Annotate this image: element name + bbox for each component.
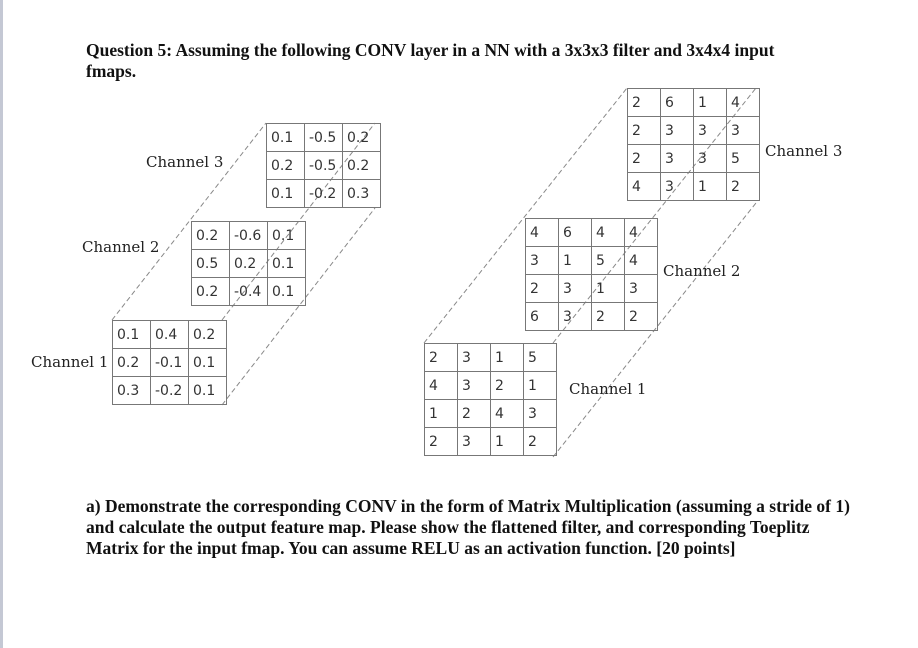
cell: 2	[424, 343, 458, 372]
part-a-prompt: a) Demonstrate the corresponding CONV in…	[86, 496, 850, 558]
cell: 3	[624, 274, 658, 303]
cell: 6	[660, 88, 694, 117]
cell: 3	[457, 343, 491, 372]
cell: 0.1	[266, 123, 305, 152]
cell: 0.1	[267, 221, 306, 250]
cell: 0.2	[112, 348, 151, 377]
cell: 2	[726, 172, 760, 201]
cell: 3	[660, 172, 694, 201]
cell: 1	[693, 88, 727, 117]
cell: 2	[591, 302, 625, 331]
input-channel-3-label: Channel 3	[765, 142, 843, 160]
question-title: Question 5: Assuming the following CONV …	[86, 40, 775, 81]
cell: 5	[591, 246, 625, 275]
cell: 3	[558, 302, 592, 331]
filter-channel-3-label: Channel 3	[146, 153, 224, 171]
cell: 0.2	[229, 249, 268, 278]
cell: 3	[457, 427, 491, 456]
cell: 0.1	[112, 320, 151, 349]
cell: 0.1	[188, 376, 227, 405]
cell: 1	[490, 427, 524, 456]
cell: 4	[624, 246, 658, 275]
cell: 6	[558, 218, 592, 247]
cell: 0.3	[342, 179, 381, 208]
page-left-border	[0, 0, 3, 648]
cell: 2	[627, 116, 661, 145]
cell: 3	[457, 371, 491, 400]
cell: 0.1	[267, 249, 306, 278]
cell: -0.4	[229, 277, 268, 306]
cell: 1	[424, 399, 458, 428]
cell: 1	[591, 274, 625, 303]
cell: -0.2	[150, 376, 189, 405]
cell: 2	[627, 88, 661, 117]
cell: 3	[660, 116, 694, 145]
cell: 2	[523, 427, 557, 456]
cell: 4	[525, 218, 559, 247]
cell: -0.6	[229, 221, 268, 250]
cell: 4	[627, 172, 661, 201]
cell: 4	[726, 88, 760, 117]
cell: 3	[726, 116, 760, 145]
cell: 2	[457, 399, 491, 428]
cell: 1	[558, 246, 592, 275]
cell: 3	[660, 144, 694, 173]
cell: 5	[523, 343, 557, 372]
cell: 0.1	[188, 348, 227, 377]
cell: 2	[627, 144, 661, 173]
cell: 3	[693, 116, 727, 145]
cell: -0.5	[304, 123, 343, 152]
cell: 0.2	[191, 221, 230, 250]
cell: 0.2	[266, 151, 305, 180]
cell: 4	[624, 218, 658, 247]
cell: 4	[490, 399, 524, 428]
cell: 2	[424, 427, 458, 456]
cell: 0.1	[266, 179, 305, 208]
filter-channel-1-label: Channel 1	[31, 353, 109, 371]
cell: -0.1	[150, 348, 189, 377]
cell: 1	[490, 343, 524, 372]
cell: 6	[525, 302, 559, 331]
cell: 1	[523, 371, 557, 400]
cell: 0.2	[342, 123, 381, 152]
cell: 0.2	[188, 320, 227, 349]
cell: 1	[693, 172, 727, 201]
cell: 0.1	[267, 277, 306, 306]
cell: 3	[525, 246, 559, 275]
input-channel-1-label: Channel 1	[569, 380, 647, 398]
cell: 2	[525, 274, 559, 303]
cell: 0.3	[112, 376, 151, 405]
cell: 4	[591, 218, 625, 247]
input-channel-2-label: Channel 2	[663, 262, 741, 280]
cell: -0.5	[304, 151, 343, 180]
filter-channel-2-label: Channel 2	[82, 238, 160, 256]
cell: 0.2	[342, 151, 381, 180]
cell: 0.5	[191, 249, 230, 278]
cell: 3	[523, 399, 557, 428]
cell: -0.2	[304, 179, 343, 208]
cell: 5	[726, 144, 760, 173]
cell: 0.4	[150, 320, 189, 349]
cell: 2	[490, 371, 524, 400]
cell: 4	[424, 371, 458, 400]
cell: 3	[693, 144, 727, 173]
cell: 0.2	[191, 277, 230, 306]
cell: 3	[558, 274, 592, 303]
cell: 2	[624, 302, 658, 331]
